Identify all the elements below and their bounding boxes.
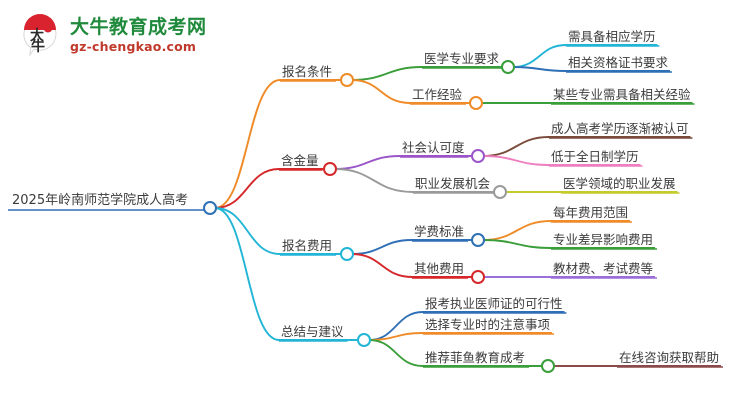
mindmap-node-label: 含金量 bbox=[281, 153, 319, 168]
mindmap-node[interactable] bbox=[471, 270, 485, 284]
mindmap-node-label: 其他费用 bbox=[414, 261, 464, 276]
mindmap-node[interactable] bbox=[469, 96, 483, 110]
daniu-logo-mark-icon: 大 牛 bbox=[18, 14, 62, 58]
mindmap-node-label: 需具备相应学历 bbox=[568, 29, 656, 44]
mindmap-node[interactable] bbox=[340, 73, 354, 87]
mindmap-node[interactable] bbox=[323, 162, 337, 176]
mindmap-node-label: 推荐菲鱼教育成考 bbox=[425, 350, 525, 365]
mindmap-node[interactable] bbox=[501, 60, 515, 74]
mindmap-node-label: 工作经验 bbox=[412, 87, 463, 102]
mindmap-node[interactable] bbox=[357, 333, 371, 347]
mindmap-node-label: 报名条件 bbox=[282, 64, 332, 79]
logo-subtitle: gz-chengkao.com bbox=[70, 39, 197, 55]
mindmap-node-label: 某些专业需具备相关经验 bbox=[553, 87, 691, 102]
mindmap-root-label: 2025年岭南师范学院成人高考 bbox=[12, 192, 188, 208]
logo-title: 大牛教育成考网 bbox=[70, 16, 207, 39]
mindmap-node-label: 医学专业要求 bbox=[424, 51, 500, 66]
mindmap-node-label: 专业差异影响费用 bbox=[553, 232, 653, 247]
mindmap-node-label: 每年费用范围 bbox=[553, 205, 628, 220]
mindmap-node-label: 成人高考学历逐渐被认可 bbox=[551, 121, 689, 136]
mindmap-node[interactable] bbox=[203, 201, 217, 215]
mindmap-node[interactable] bbox=[541, 359, 555, 373]
site-logo[interactable]: 大 牛 大牛教育成考网 gz-chengkao.com bbox=[18, 10, 238, 62]
mindmap-node-label: 在线咨询获取帮助 bbox=[619, 350, 719, 365]
mindmap-node-label: 相关资格证书要求 bbox=[568, 55, 669, 70]
mindmap-node-label: 社会认可度 bbox=[402, 140, 465, 155]
svg-text:大: 大 bbox=[30, 27, 44, 44]
mindmap-node-label: 总结与建议 bbox=[281, 324, 344, 339]
mindmap-node[interactable] bbox=[493, 185, 507, 199]
mindmap-node-label: 报考执业医师证的可行性 bbox=[425, 296, 563, 311]
mindmap-node-label: 报名费用 bbox=[282, 238, 332, 253]
svg-text:牛: 牛 bbox=[31, 38, 45, 55]
mindmap-node-label: 选择专业时的注意事项 bbox=[425, 317, 550, 332]
mindmap-node-label: 医学领域的职业发展 bbox=[563, 176, 676, 191]
mindmap-node-label: 学费标准 bbox=[414, 224, 464, 239]
mindmap-node[interactable] bbox=[471, 149, 485, 163]
mindmap-node-label: 低于全日制学历 bbox=[551, 149, 639, 164]
mindmap-node-label: 职业发展机会 bbox=[415, 176, 491, 191]
mindmap-node-label: 教材费、考试费等 bbox=[553, 261, 653, 276]
mindmap-node[interactable] bbox=[340, 247, 354, 261]
mindmap-node[interactable] bbox=[471, 233, 485, 247]
